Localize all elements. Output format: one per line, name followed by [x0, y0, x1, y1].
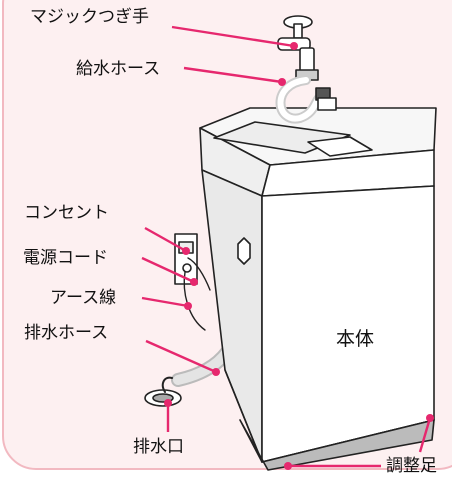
label-power-cord: 電源コード	[23, 248, 108, 268]
leader-line-hose	[183, 66, 283, 84]
leader-line-ground	[141, 296, 189, 308]
supply-hose-icon	[275, 75, 337, 124]
outlet-icon	[174, 233, 198, 285]
label-ground-wire: アース線	[50, 288, 117, 308]
dot-foot-right	[426, 414, 434, 422]
leader-line-foot-right	[418, 417, 432, 453]
leader-line-outlet	[144, 226, 187, 253]
label-drain: 排水口	[133, 437, 184, 457]
dot-drain	[164, 399, 172, 407]
washing-machine-body-icon	[199, 107, 437, 471]
leader-line-faucet	[171, 25, 295, 48]
label-faucet: マジックつぎ手	[30, 7, 149, 27]
label-body: 本体	[336, 328, 375, 350]
power-cord-icon	[187, 257, 211, 291]
label-drain-hose: 排水ホース	[24, 323, 109, 343]
label-outlet: コンセント	[24, 203, 109, 223]
drain-icon	[144, 389, 182, 407]
dot-hose	[278, 78, 286, 86]
dot-foot-left	[284, 462, 292, 470]
dot-drain-hose	[212, 368, 220, 376]
dot-outlet	[182, 247, 190, 255]
dot-faucet	[290, 42, 298, 50]
leader-line-drain-hose	[145, 339, 217, 374]
label-supply-hose: 給水ホース	[76, 59, 161, 79]
dot-ground	[184, 302, 192, 310]
faucet-icon	[277, 15, 319, 81]
dot-cord	[190, 278, 198, 286]
leader-line-cord	[141, 256, 195, 284]
label-adjustable-foot: 調整足	[386, 456, 437, 476]
